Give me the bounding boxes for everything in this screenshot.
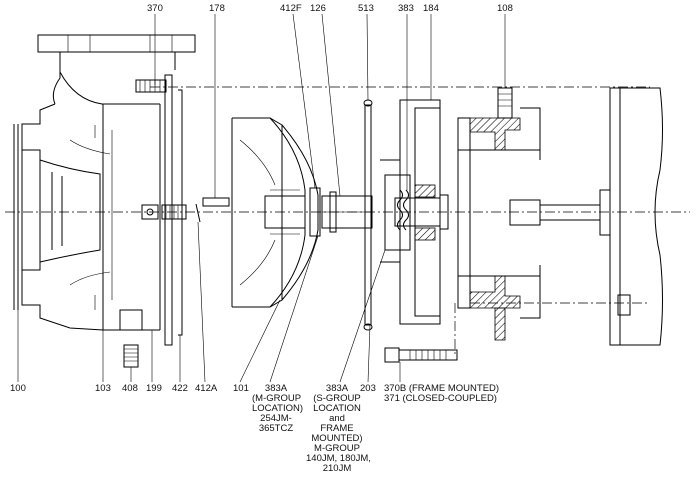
callout-199: 199 — [146, 383, 162, 394]
o-ring-513 — [363, 99, 373, 331]
callout-126: 126 — [310, 3, 326, 14]
callout-383a-s-line-1: 383A — [325, 383, 349, 394]
shaft-sleeve — [309, 187, 373, 237]
callout-383a-s-line-8: 140JM, 180JM, — [306, 453, 371, 464]
callout-422: 422 — [172, 383, 188, 394]
callout-108: 108 — [497, 3, 513, 14]
callout-203: 203 — [360, 383, 376, 394]
callout-383a-m-line-3: LOCATION) — [252, 403, 304, 414]
callout-100: 100 — [10, 383, 26, 394]
leader-lines — [17, 13, 506, 383]
adapter — [457, 87, 541, 341]
bolt-370b — [384, 347, 458, 363]
impeller — [231, 117, 319, 308]
callout-412a: 412A — [195, 383, 218, 394]
callout-513: 513 — [358, 3, 374, 14]
callout-383a-s-line-5: FRAME — [320, 423, 354, 434]
callout-383a-s-line-2: (S-GROUP — [313, 393, 361, 404]
motor — [509, 87, 663, 346]
callout-370b-group: 370B (FRAME MOUNTED) 371 (CLOSED-COUPLED… — [384, 384, 499, 404]
callout-370b-line-2: 371 (CLOSED-COUPLED) — [384, 393, 497, 404]
key-178 — [202, 197, 230, 207]
callout-383a-m-line-1: 383A — [264, 383, 288, 394]
callout-383a-m-line-5: 365TCZ — [258, 423, 294, 434]
callout-383a-s-line-6: MOUNTED) — [311, 433, 363, 444]
seal-chamber — [380, 99, 449, 325]
callout-370: 370 — [147, 3, 163, 14]
callout-178: 178 — [209, 3, 225, 14]
callout-412f: 412F — [280, 3, 302, 14]
cover-plate — [161, 74, 201, 346]
callout-370b-line-1: 370B (FRAME MOUNTED) — [384, 383, 500, 394]
callout-383a-m-group: 383A (M-GROUP LOCATION) 254JM- 365TCZ — [252, 383, 304, 434]
casing — [13, 34, 196, 368]
callout-383: 383 — [398, 3, 414, 14]
callout-103: 103 — [95, 383, 111, 394]
callout-408: 408 — [122, 383, 138, 394]
callout-383a-m-line-2: (M-GROUP — [252, 393, 302, 404]
callout-184: 184 — [423, 3, 439, 14]
callout-383a-s-line-4: and — [329, 413, 345, 424]
callout-383a-s-line-9: 210JM — [322, 463, 352, 474]
callout-101: 101 — [233, 383, 249, 394]
callout-383a-s-line-7: M-GROUP — [314, 443, 360, 454]
callout-383a-m-line-4: 254JM- — [260, 413, 292, 424]
callout-383a-s-line-3: LOCATION — [313, 403, 361, 414]
callout-383a-s-group: 383A (S-GROUP LOCATION and FRAME MOUNTED… — [306, 383, 371, 474]
centerlines — [5, 86, 690, 355]
